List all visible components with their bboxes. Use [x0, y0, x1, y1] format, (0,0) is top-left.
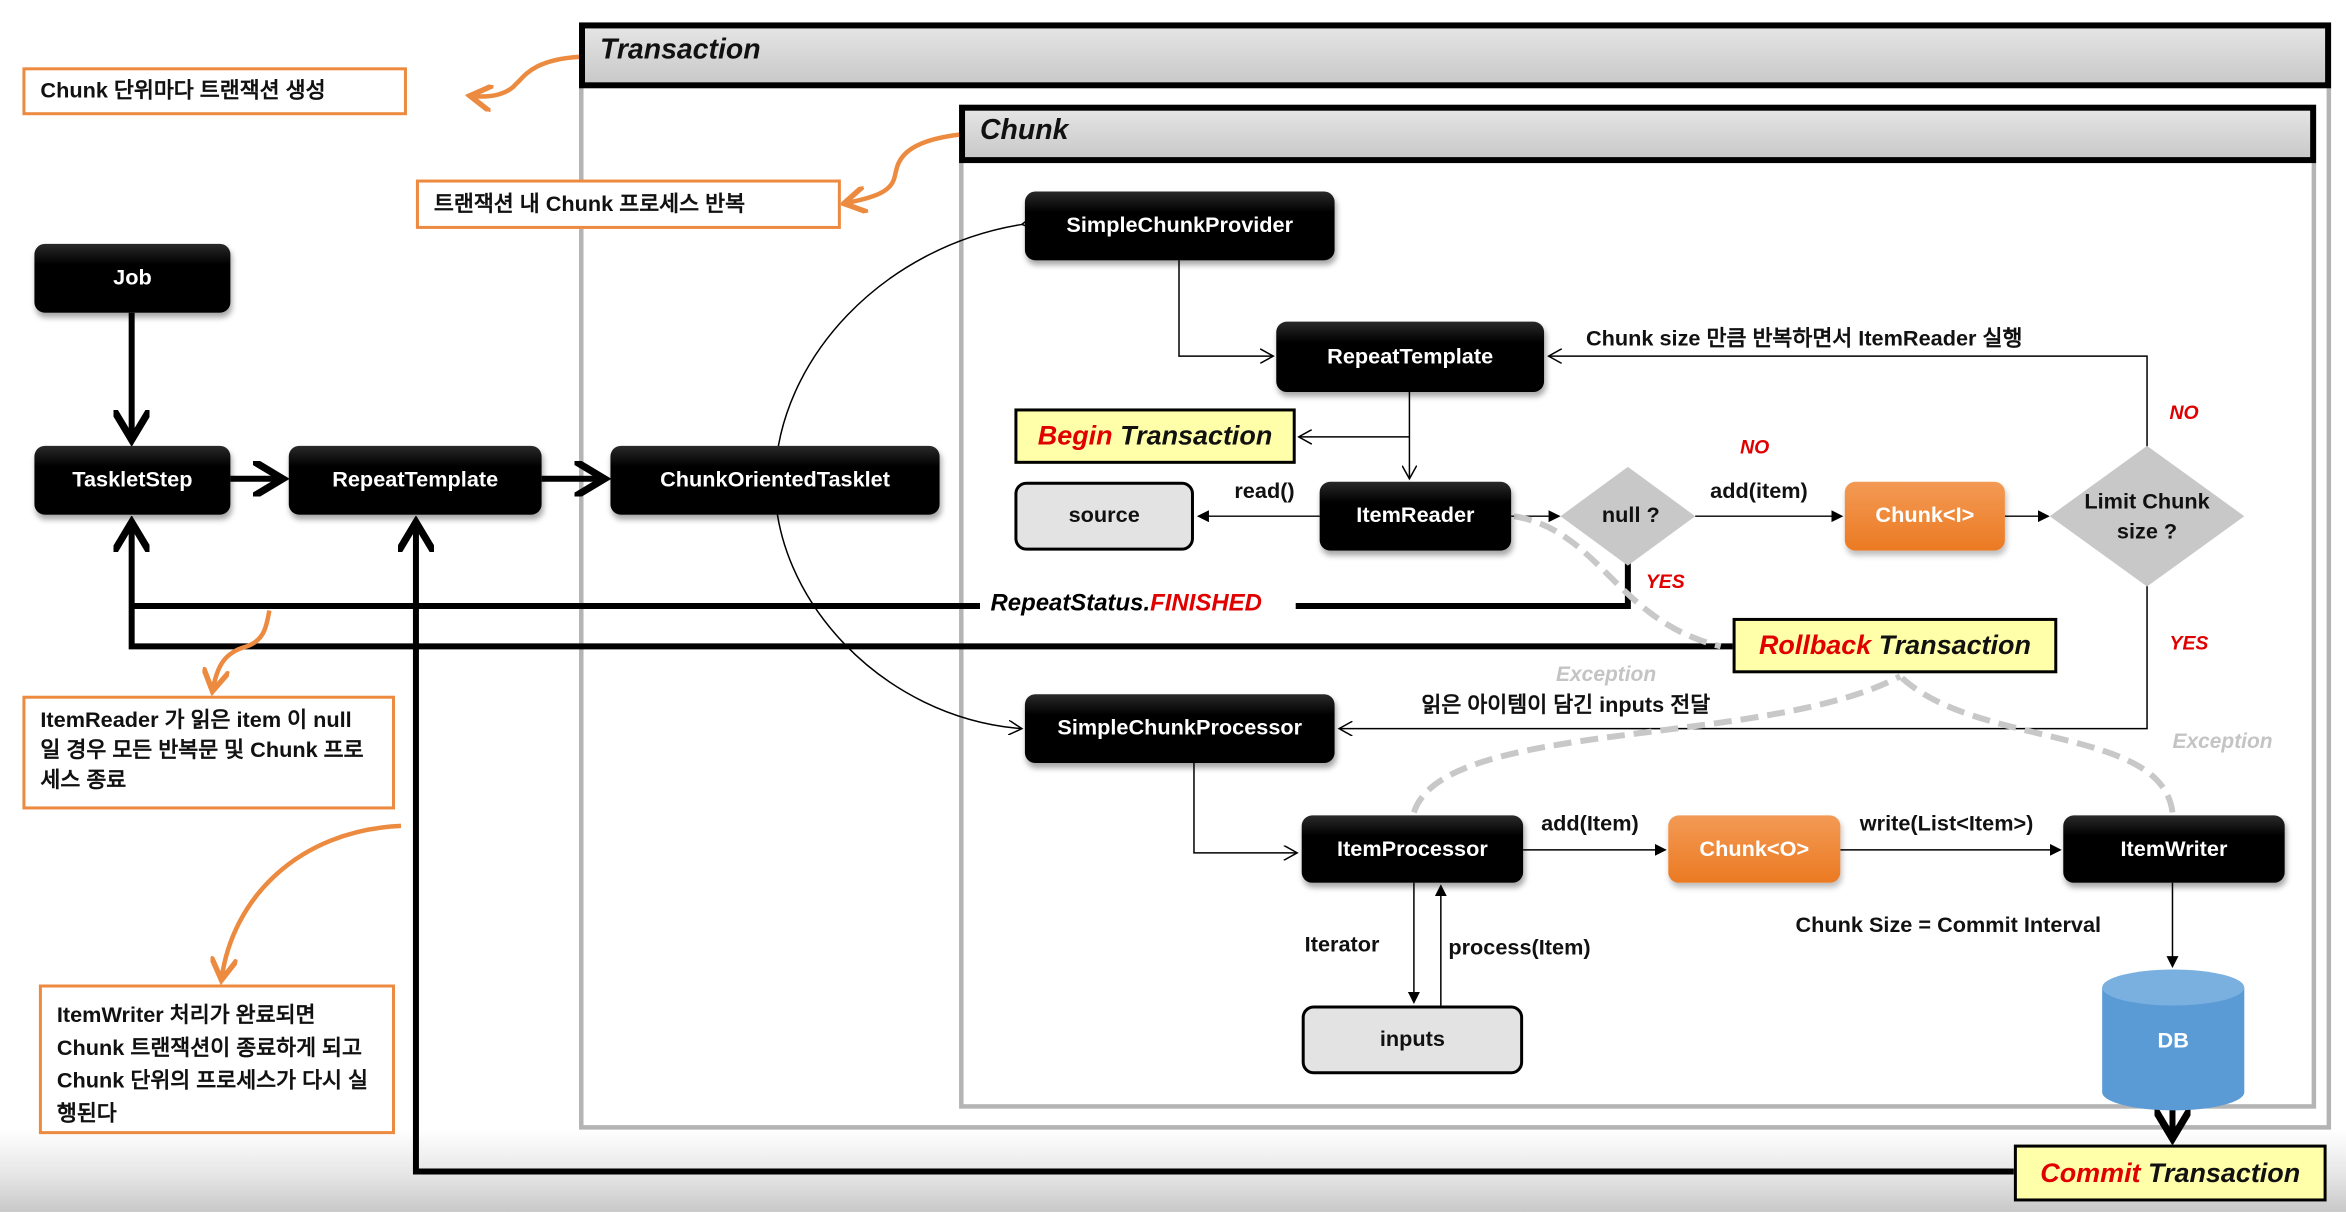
processor-exception-path [1411, 673, 1902, 814]
begin-rest: Transaction [1120, 420, 1273, 451]
write-list-label: write(List<Item>) [1859, 812, 2034, 837]
add-item-output-label: add(Item) [1541, 812, 1639, 837]
db-label: DB [2157, 1029, 2189, 1054]
chunk-header: Chunk [959, 104, 2317, 164]
note-chunk-repeat: 트랜잭션 내 Chunk 프로세스 반복 [415, 179, 841, 229]
repeat-reader-label: Chunk size 만큼 반복하면서 ItemReader 실행 [1585, 327, 2023, 352]
repeat-status-finished: RepeatStatus.FINISHED [990, 591, 1261, 618]
repeat-status-prefix: RepeatStatus. [990, 590, 1151, 617]
callout-chunk [844, 132, 960, 204]
source-node[interactable]: source [1014, 481, 1194, 551]
commit-rest: Transaction [2148, 1157, 2301, 1188]
callout-writer [221, 823, 402, 980]
begin-keyword: Begin [1037, 420, 1113, 451]
chunk-output-node[interactable]: Chunk<O> [1668, 815, 1841, 883]
provider-to-repeat [1178, 260, 1273, 356]
writer-exception-path [1898, 674, 2176, 813]
simple-chunk-provider-node[interactable]: SimpleChunkProvider [1024, 191, 1335, 261]
note-transaction-per-chunk: Chunk 단위마다 트랜잭션 생성 [22, 67, 407, 116]
rollback-line [132, 522, 1733, 650]
no-label-limit: NO [2169, 400, 2199, 424]
no-label-null: NO [1740, 435, 1770, 458]
iterator-label: Iterator [1304, 933, 1380, 958]
rollback-transaction: Rollback Transaction [1732, 617, 2058, 674]
add-item-label: add(item) [1710, 480, 1808, 505]
simple-chunk-processor-node[interactable]: SimpleChunkProcessor [1024, 694, 1335, 764]
limit-yes-to-processor [1339, 583, 2148, 729]
tasklet-step-node[interactable]: TaskletStep [34, 445, 231, 515]
callout-reader-null [212, 610, 272, 691]
finished-keyword: FINISHED [1150, 590, 1262, 617]
exception-label-writer: Exception [2172, 728, 2273, 753]
item-writer-node[interactable]: ItemWriter [2063, 815, 2285, 883]
yes-label-limit: YES [2169, 631, 2209, 654]
read-label: read() [1234, 480, 1295, 505]
transaction-header: Transaction [579, 22, 2332, 89]
exception-label-reader: Exception [1556, 661, 1657, 686]
db-cylinder [2102, 969, 2245, 1111]
begin-transaction: Begin Transaction [1014, 408, 1296, 464]
rollback-rest: Transaction [1878, 629, 2031, 660]
commit-line [416, 522, 2014, 1175]
chunk-oriented-tasklet-node[interactable]: ChunkOrientedTasklet [610, 445, 940, 515]
pass-inputs-label: 읽은 아이템이 담긴 inputs 전달 [1421, 694, 1711, 719]
process-item-label: process(Item) [1448, 936, 1591, 961]
commit-interval-label: Chunk Size = Commit Interval [1795, 914, 2102, 939]
rollback-keyword: Rollback [1758, 629, 1872, 660]
item-processor-node[interactable]: ItemProcessor [1301, 815, 1524, 883]
inputs-node[interactable]: inputs [1301, 1005, 1524, 1075]
commit-keyword: Commit [2040, 1157, 2141, 1188]
processor-to-itemprocessor [1193, 763, 1297, 853]
finished-line-right [1295, 558, 1631, 609]
chunk-input-node[interactable]: Chunk<I> [1844, 481, 2005, 551]
job-node[interactable]: Job [34, 243, 231, 313]
repeat-template-inner-node[interactable]: RepeatTemplate [1276, 321, 1545, 393]
callout-transaction [470, 54, 580, 97]
note-writer-done: ItemWriter 처리가 완료되면 Chunk 트랜잭션이 종료하게 되고 … [38, 984, 395, 1135]
note-reader-null: ItemReader 가 읽은 item 이 null 일 경우 모든 반복문 … [22, 695, 395, 810]
limit-check-label: Limit Chunk size ? [2084, 490, 2210, 545]
yes-label-null: YES [1645, 570, 1685, 593]
item-reader-node[interactable]: ItemReader [1319, 481, 1512, 551]
limit-no-loop [1549, 356, 2148, 449]
commit-transaction: Commit Transaction [2013, 1144, 2327, 1202]
null-check-diamond [1560, 466, 1696, 566]
null-check-label: null ? [1601, 504, 1660, 529]
reader-exception-path [1513, 513, 1722, 650]
repeat-template-outer-node[interactable]: RepeatTemplate [288, 445, 542, 515]
